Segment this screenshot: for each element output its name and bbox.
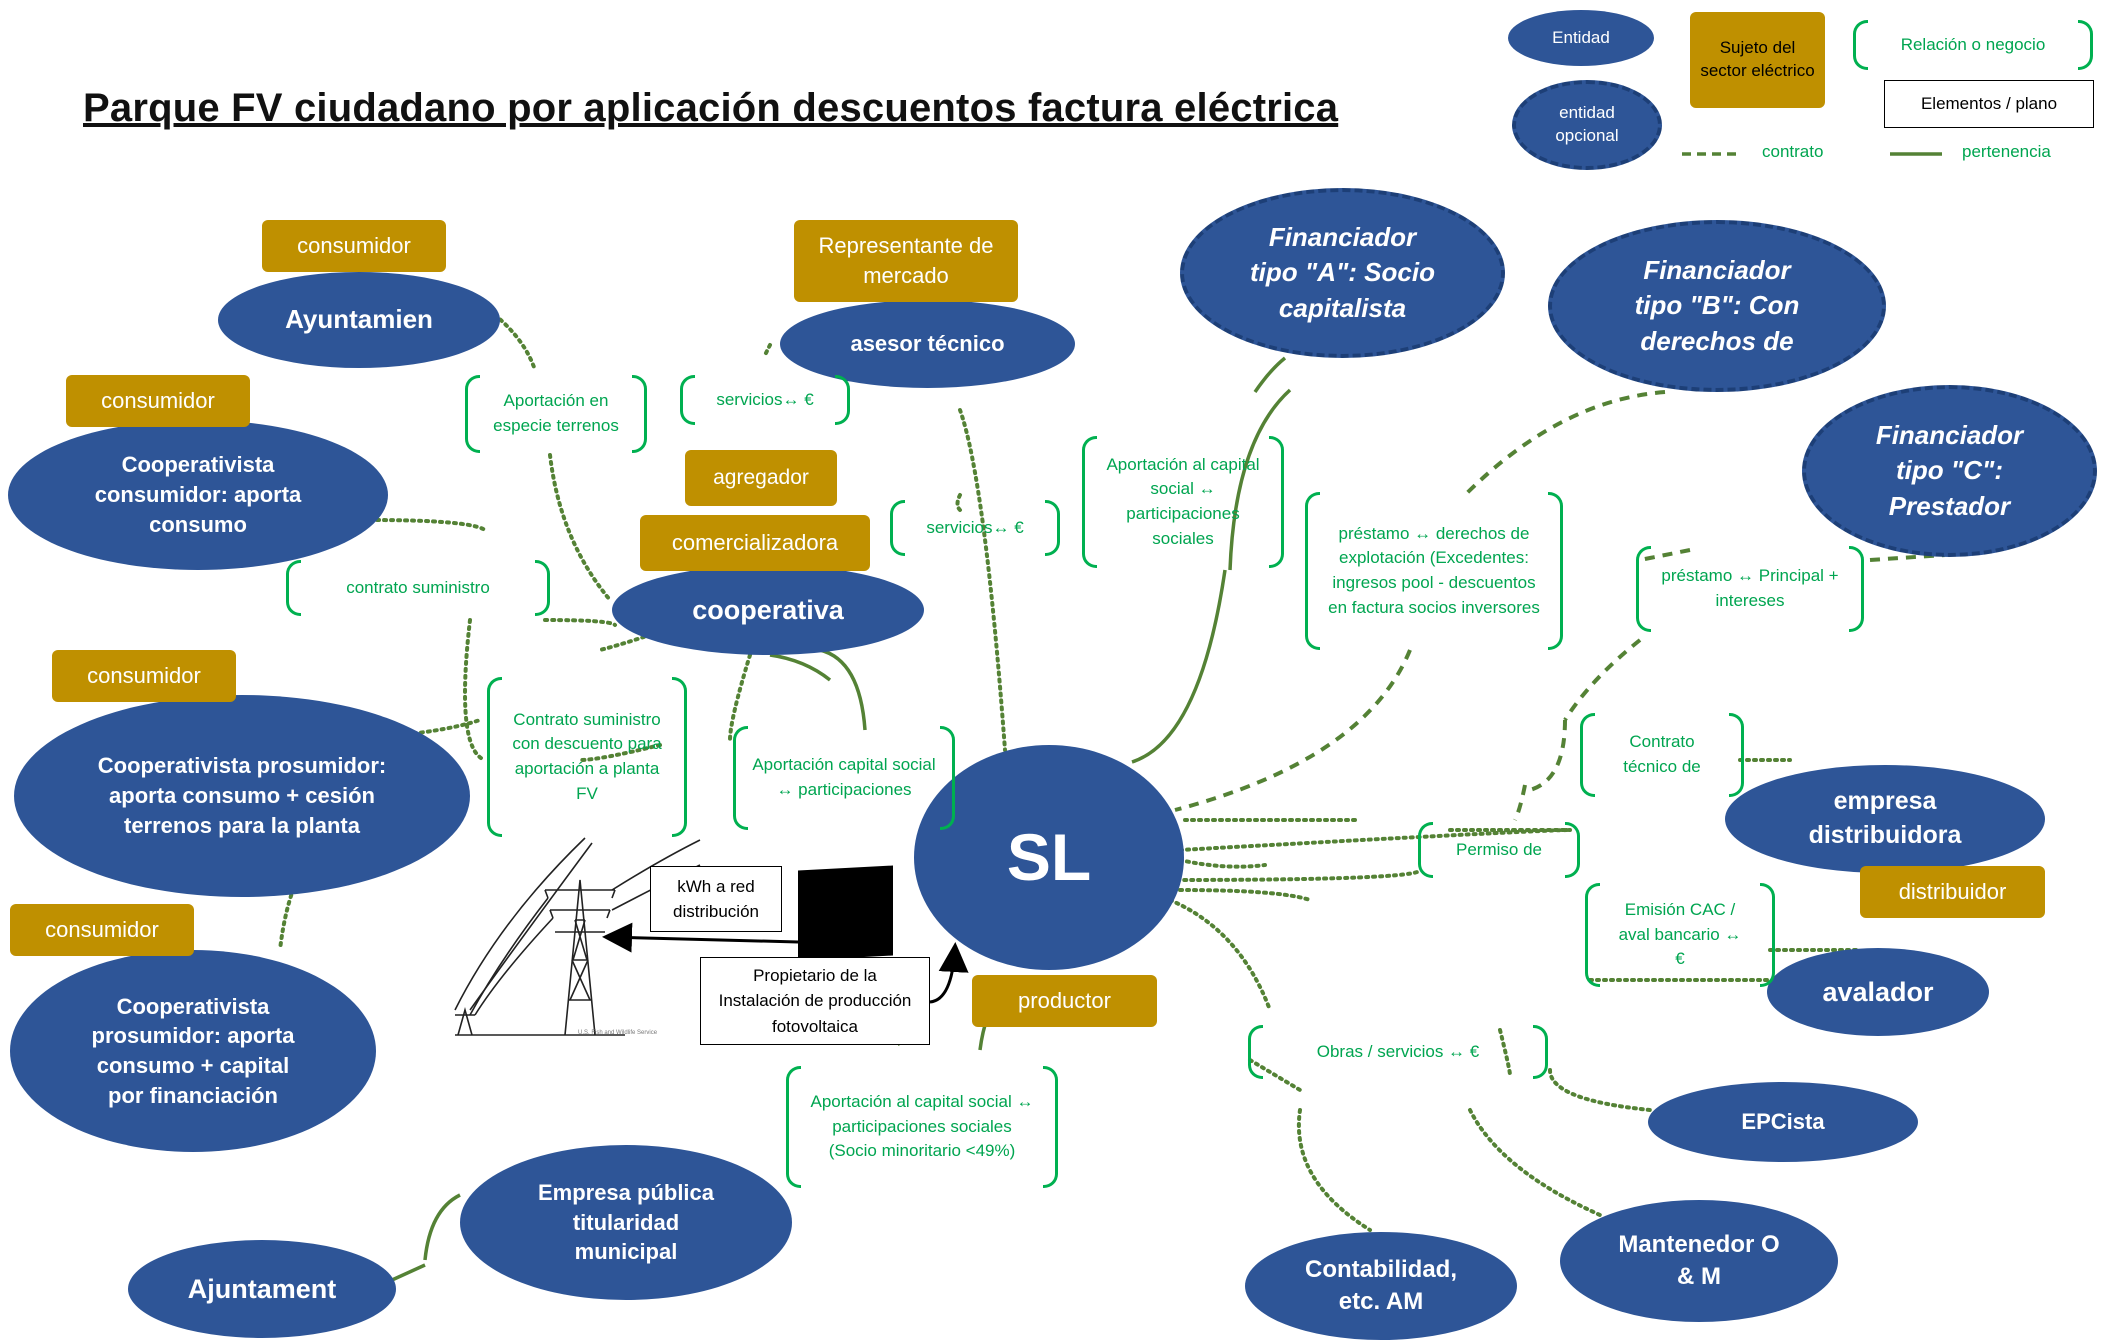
- relation-servicios-1: servicios↔ €: [680, 375, 850, 425]
- legend-line-icons: [1682, 152, 1942, 156]
- entity-financiador-a: Financiador tipo "A": Socio capitalista: [1180, 188, 1505, 358]
- entity-mantenedor: Mantenedor O & M: [1560, 1200, 1838, 1322]
- relation-obras: Obras / servicios ↔ €: [1248, 1025, 1548, 1079]
- relation-prestamo-b: préstamo ↔ derechos de explotación (Exce…: [1305, 492, 1563, 650]
- subject-consumidor-4: consumidor: [10, 904, 194, 956]
- entity-avalador: avalador: [1767, 948, 1989, 1036]
- subject-distribuidor: distribuidor: [1860, 866, 2045, 918]
- entity-sl: SL: [914, 745, 1184, 970]
- entity-epcista: EPCista: [1648, 1082, 1918, 1162]
- page-title: Parque FV ciudadano por aplicación descu…: [83, 86, 1339, 130]
- relation-aportacion-capital-a: Aportación al capital social ↔ participa…: [1082, 436, 1284, 568]
- entity-empresa-publica: Empresa pública titularidad municipal: [460, 1145, 792, 1300]
- entity-ajuntament: Ajuntament: [128, 1240, 396, 1338]
- subject-representante: Representante de mercado: [794, 220, 1018, 302]
- relation-contrato-descuento: Contrato suministro con descuento para a…: [487, 677, 687, 837]
- legend-contract-label: contrato: [1762, 142, 1824, 161]
- relation-permiso: Permiso de: [1418, 822, 1580, 878]
- relation-aportacion-especie: Aportación en especie terrenos: [465, 375, 647, 453]
- relation-contrato-suministro: contrato suministro: [286, 560, 550, 616]
- solar-panel-block: [798, 865, 893, 961]
- tower-credit: U.S. Fish and Wildlife Service: [578, 1030, 658, 1036]
- plane-arrows: [602, 922, 969, 1004]
- plane-propietario: Propietario de la Instalación de producc…: [700, 957, 930, 1045]
- entity-distribuidora: empresa distribuidora: [1725, 765, 2045, 873]
- entity-financiador-b: Financiador tipo "B": Con derechos de: [1548, 220, 1886, 392]
- relation-contrato-tecnico: Contrato técnico de: [1580, 713, 1744, 797]
- subject-agregador: agregador: [685, 450, 837, 506]
- entity-coop-terrenos: Cooperativista prosumidor: aporta consum…: [14, 695, 470, 897]
- relation-servicios-2: servicios↔ €: [890, 500, 1060, 556]
- entity-asesor: asesor técnico: [780, 300, 1075, 388]
- entity-coop-consumo: Cooperativista consumidor: aporta consum…: [8, 420, 388, 570]
- relation-aportacion-publica: Aportación al capital social ↔ participa…: [786, 1066, 1058, 1188]
- entity-cooperativa: cooperativa: [612, 565, 924, 655]
- entity-coop-capital: Cooperativista prosumidor: aporta consum…: [10, 950, 376, 1152]
- subject-comercializadora: comercializadora: [640, 515, 870, 571]
- relation-aportacion-capital-coop: Aportación capital social ↔ participacio…: [733, 726, 955, 830]
- entity-ayuntamiento: Ayuntamien: [218, 272, 500, 368]
- relation-prestamo-c: préstamo ↔ Principal + intereses: [1636, 546, 1864, 632]
- entity-financiador-c: Financiador tipo "C": Prestador: [1802, 385, 2097, 557]
- legend-entity: Entidad: [1508, 10, 1654, 66]
- subject-consumidor-1: consumidor: [262, 220, 446, 272]
- legend-relation: Relación o negocio: [1853, 20, 2093, 70]
- entity-contabilidad: Contabilidad, etc. AM: [1245, 1232, 1517, 1340]
- plane-kwh-red: kWh a red distribución: [650, 866, 782, 932]
- legend-plane: Elementos / plano: [1884, 80, 2094, 128]
- subject-consumidor-2: consumidor: [66, 375, 250, 427]
- subject-consumidor-3: consumidor: [52, 650, 236, 702]
- legend-belonging-label: pertenencia: [1962, 142, 2051, 161]
- power-tower-icon: [454, 837, 701, 1036]
- legend-subject: Sujeto del sector eléctrico: [1690, 12, 1825, 108]
- relation-emision-cac: Emisión CAC / aval bancario ↔ €: [1585, 883, 1775, 987]
- subject-productor: productor: [972, 975, 1157, 1027]
- belonging-links: [391, 356, 1292, 1282]
- legend-optional-entity: entidad opcional: [1512, 80, 1662, 170]
